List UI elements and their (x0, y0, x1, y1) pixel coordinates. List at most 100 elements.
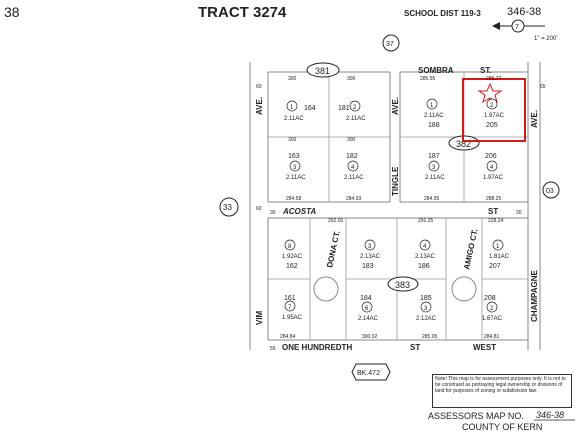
street-ave-left: AVE. (255, 97, 264, 115)
ref-circle-left-label: 33 (223, 203, 232, 212)
parcel-14-area: 2.14AC (358, 316, 379, 322)
dim-28484: 284.84 (280, 334, 296, 340)
parcel-4[interactable]: 2 1.97AC 205 (484, 98, 505, 129)
map-number-top: 346-38 (507, 6, 541, 18)
parcel-10[interactable]: 3 2.13AC 183 (360, 239, 381, 270)
parcel-8[interactable]: 206 4 1.97AC (483, 153, 504, 181)
dim-29125: 291.25 (418, 218, 434, 224)
book-reference-shape (351, 363, 391, 381)
parcel-12-id: 207 (489, 263, 501, 270)
parcel-10-area: 2.13AC (360, 254, 381, 260)
dim-55-a: 55 (540, 84, 546, 90)
dim-28495: 284.95 (424, 196, 440, 202)
parcel-7-area: 2.11AC (425, 175, 445, 181)
dim-29205: 292.05 (328, 218, 344, 224)
parcel-10-num: 3 (368, 244, 372, 250)
street-acosta-st: ST (488, 207, 498, 216)
scale-circle (511, 19, 525, 33)
scale-note: 1" = 200' (534, 36, 557, 42)
parcel-15-id: 185 (420, 295, 432, 302)
parcel-5[interactable]: 163 3 2.11AC (286, 153, 306, 181)
parcel-1[interactable]: 1 164 2.11AC (284, 100, 316, 122)
parcel-8-id: 206 (485, 153, 497, 160)
parcel-9[interactable]: 8 1.92AC 162 (282, 239, 303, 270)
street-ave-right: AVE. (530, 110, 539, 128)
dim-300-c: 300 (288, 137, 297, 143)
dimension-labels: 300 300 300 300 284.58 285.55 285.77 284… (256, 76, 546, 352)
parcel-5-id: 163 (288, 153, 300, 160)
street-ave-tingle: AVE. (391, 97, 400, 115)
parcel-15[interactable]: 185 3 2.12AC (416, 295, 437, 322)
parcel-6-id: 182 (346, 153, 358, 160)
parcel-3-area: 2.11AC (424, 113, 444, 119)
ref-circle-top-label: 37 (386, 41, 394, 48)
parcel-7-num: 3 (432, 165, 436, 171)
block-381-label: 381 (315, 66, 330, 76)
street-dona-ct: DONA CT. (325, 230, 342, 269)
parcel-16[interactable]: 208 2 1.67AC (482, 295, 503, 322)
parcel-11-id: 186 (418, 263, 430, 270)
parcel-11[interactable]: 4 2.13AC 186 (415, 239, 436, 270)
block-382-label: 382 (456, 139, 471, 149)
parcel-4-num: 2 (490, 103, 494, 109)
dim-300-a: 300 (288, 76, 297, 82)
dim-55-b: 55 (270, 346, 276, 352)
dim-28493: 284.93 (346, 196, 362, 202)
parcel-13[interactable]: 161 7 1.95AC (282, 295, 303, 321)
parcel-1-id: 164 (304, 105, 316, 112)
parcel-2-id: 181 (338, 105, 350, 112)
parcel-3[interactable]: 1 2.11AC 188 (424, 98, 444, 129)
parcel-13-id: 161 (284, 295, 296, 302)
north-arrow-head (492, 22, 500, 30)
parcel-16-area: 1.67AC (482, 316, 503, 322)
parcel-6-area: 2.11AC (344, 175, 364, 181)
parcel-5-num: 3 (293, 165, 297, 171)
parcel-9-area: 1.92AC (282, 254, 303, 260)
block-381-oval (306, 62, 340, 78)
parcel-6[interactable]: 182 4 2.11AC (344, 153, 364, 181)
assessors-map-number: 346-38 (536, 410, 564, 420)
assessment-note: Note! This map is for assessment purpose… (432, 374, 572, 408)
highlighted-parcel-box (462, 78, 526, 142)
parcel-1-area: 2.11AC (284, 116, 304, 122)
parcel-14[interactable]: 184 6 2.14AC (358, 295, 379, 322)
street-sombra: SOMBRA (418, 66, 454, 75)
parcel-8-num: 4 (490, 165, 494, 171)
parcel-7[interactable]: 187 3 2.11AC (425, 153, 445, 181)
dim-300-d: 300 (347, 137, 356, 143)
dim-60-b: 60 (256, 206, 262, 212)
parcel-6-num: 4 (351, 165, 355, 171)
parcel-2[interactable]: 2 181 2.11AC (338, 100, 366, 122)
parcel-16-num: 2 (490, 306, 494, 312)
dim-30-a: 30 (270, 210, 276, 216)
dim-22824: 228.24 (488, 218, 504, 224)
parcel-7-id: 187 (428, 153, 440, 160)
dona-cul-de-sac (313, 276, 339, 302)
parcel-14-num: 6 (365, 306, 369, 312)
block-383-oval (387, 276, 419, 292)
parcel-5-area: 2.11AC (286, 175, 306, 181)
assessors-map-label: ASSESSORS MAP NO. (428, 411, 524, 421)
parcel-16-id: 208 (484, 295, 496, 302)
street-champagne: CHAMPAGNE (530, 269, 539, 322)
ref-circle-right-label: 03 (546, 188, 554, 195)
parcel-4-id: 205 (486, 122, 498, 129)
street-hundredth: ONE HUNDREDTH (282, 343, 352, 352)
parcel-12[interactable]: 1 1.81AC 207 (489, 239, 510, 270)
amigo-cul-de-sac (451, 276, 477, 302)
county-label: COUNTY OF KERN (462, 422, 542, 432)
block-383-label: 383 (395, 280, 410, 290)
street-vim: VIM (255, 310, 264, 325)
parcel-15-area: 2.12AC (416, 316, 437, 322)
dim-28577: 285.77 (486, 76, 502, 82)
parcel-12-num: 1 (496, 244, 500, 250)
parcel-4-area: 1.97AC (484, 113, 505, 119)
parcel-13-area: 1.95AC (282, 315, 303, 321)
ref-circle-right (542, 181, 560, 199)
parcel-15-num: 3 (424, 306, 428, 312)
parcel-13-num: 7 (288, 305, 292, 311)
street-sombra-st: ST. (480, 66, 492, 75)
book-reference-label: BK.472 (357, 370, 380, 377)
parcel-14-id: 184 (360, 295, 372, 302)
parcel-8-area: 1.97AC (483, 175, 504, 181)
